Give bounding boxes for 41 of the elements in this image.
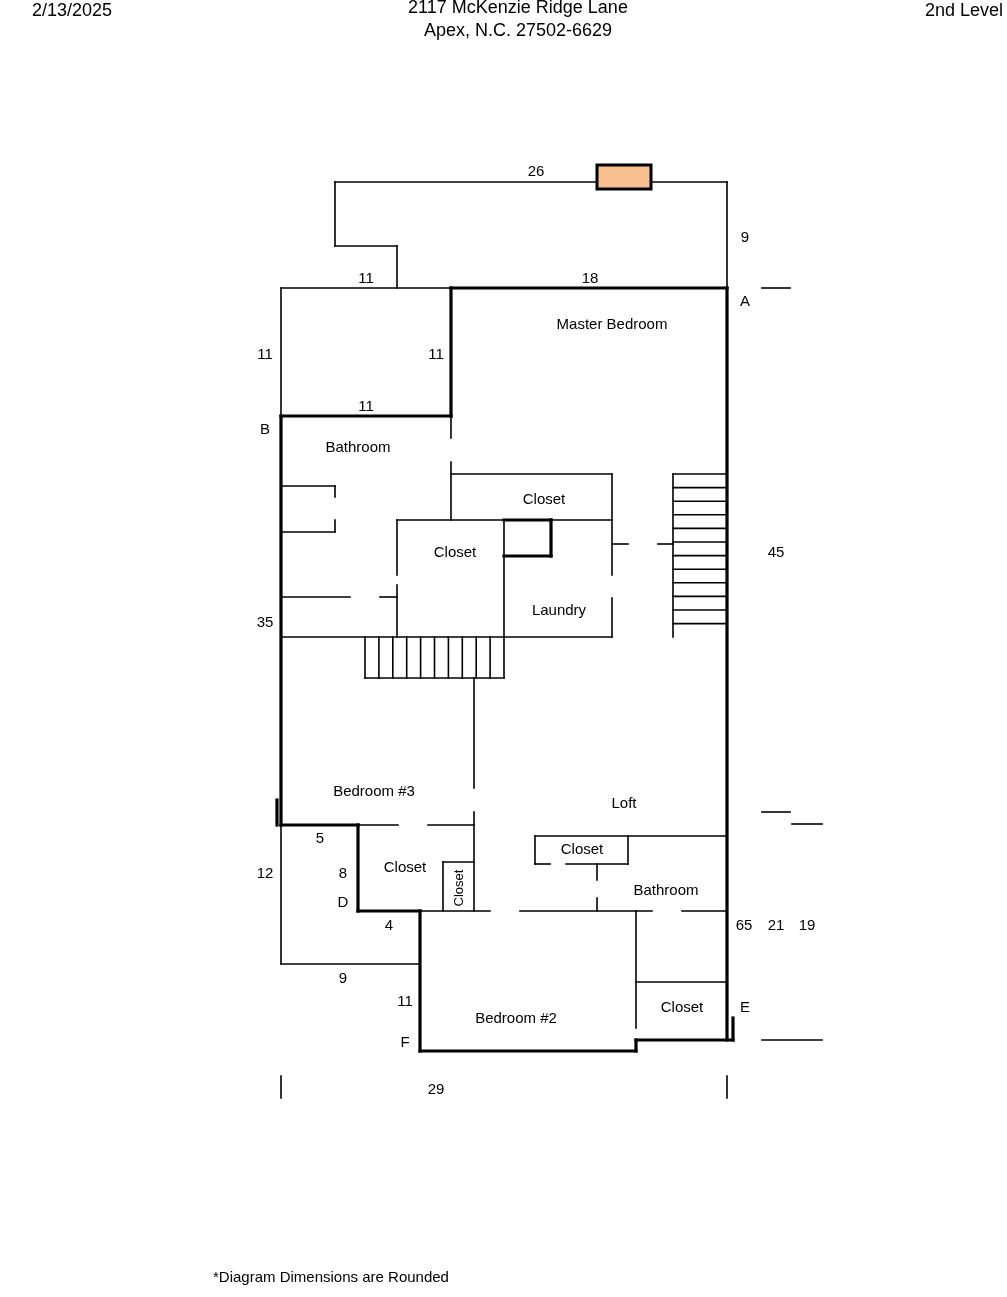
- dimension-label: 21: [767, 915, 785, 933]
- dimension-label: 11: [257, 344, 273, 362]
- level-text: 2nd Level: [924, 0, 1004, 21]
- room-name: Closet: [383, 857, 427, 875]
- dimension-label: 65: [735, 915, 753, 933]
- room-name: Loft: [611, 793, 637, 811]
- room-name: Master Bedroom: [556, 314, 668, 332]
- dimension-label: 26: [527, 161, 545, 179]
- footnote: *Diagram Dimensions are Rounded: [213, 1268, 449, 1285]
- dimension-label: 11: [358, 268, 374, 286]
- dimension-label: 29: [427, 1079, 445, 1097]
- corner-letter: D: [337, 892, 349, 910]
- dimension-label: 19: [798, 915, 816, 933]
- room-name: Laundry: [531, 600, 587, 618]
- room-name: Closet: [450, 869, 466, 907]
- dimension-label: 11: [397, 991, 413, 1009]
- address-heading: 2117 McKenzie Ridge Lane Apex, N.C. 27502-6629: [407, 0, 629, 42]
- room-name: Closet: [560, 839, 604, 857]
- corner-letter: E: [740, 997, 750, 1015]
- dimension-label: 9: [740, 227, 750, 245]
- dimension-label: 35: [256, 612, 274, 630]
- room-name: Bedroom #2: [475, 1008, 557, 1026]
- dimension-label: 18: [581, 268, 599, 286]
- dimension-label: 5: [315, 828, 325, 846]
- dimension-label: 12: [256, 863, 274, 881]
- dimension-label: 11: [358, 396, 374, 414]
- room-name: Closet: [433, 542, 477, 560]
- corner-letter: B: [260, 419, 270, 437]
- room-name: Closet: [660, 997, 704, 1015]
- date-text: 2/13/2025: [31, 0, 113, 21]
- dimension-label: 8: [338, 863, 348, 881]
- dimension-label: 9: [338, 968, 348, 986]
- dimension-label: 4: [384, 915, 394, 933]
- dimension-label: 45: [767, 542, 785, 560]
- dimension-label: 11: [428, 344, 444, 362]
- room-name: Bathroom: [325, 437, 391, 455]
- corner-letter: F: [400, 1032, 410, 1050]
- room-name: Bedroom #3: [333, 781, 415, 799]
- room-name: Closet: [522, 489, 566, 507]
- room-name: Bathroom: [633, 880, 699, 898]
- corner-letter: A: [740, 291, 750, 309]
